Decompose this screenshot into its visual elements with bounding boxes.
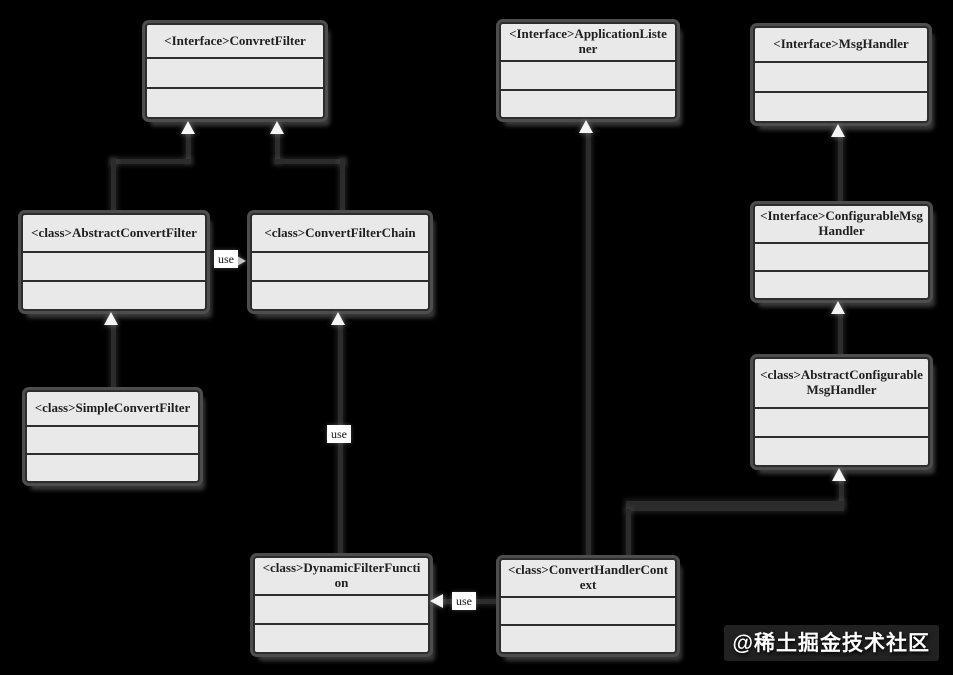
class-title: <Interface>MsgHandler [773, 36, 909, 52]
edge-abstractconvertfilter-convretfilter-seg1 [186, 134, 191, 162]
fields-compartment [501, 596, 675, 624]
class-title: <Interface>ApplicationListener [509, 26, 667, 56]
class-title: <class>AbstractConvertFilter [31, 224, 197, 240]
edge-converthandlercontext-applicationlistener-seg1 [586, 132, 591, 558]
use-dependency-label: use [214, 250, 238, 269]
class-box-dynamic-filter-function: <class>DynamicFilterFunction [253, 556, 430, 654]
use-dependency-label: use [327, 425, 351, 444]
inheritance-arrowhead-icon [104, 312, 118, 325]
class-box-convert-handler-context: <class>ConvertHandlerContext [499, 558, 677, 654]
class-title: <class>ConvertHandlerContext [508, 562, 668, 592]
use-arrowhead-icon [331, 312, 345, 325]
class-box-abstract-configurable-msg-handler: <class>AbstractConfigurableMsgHandler [753, 357, 930, 467]
fields-compartment [147, 57, 323, 87]
class-box-simple-convert-filter: <class>SimpleConvertFilter [25, 390, 200, 483]
edge-convertfilterchain-convretfilter-seg3 [340, 159, 345, 213]
methods-compartment [501, 88, 675, 118]
inheritance-arrowhead-icon [832, 468, 846, 481]
edge-convertfilterchain-convretfilter-seg2 [275, 159, 345, 164]
fields-compartment [252, 251, 428, 280]
inheritance-arrowhead-icon [831, 301, 845, 314]
class-title: <class>ConvertFilterChain [264, 224, 416, 240]
edge-abstractconvertfilter-convretfilter-seg3 [111, 159, 116, 213]
methods-compartment [755, 270, 928, 298]
edge-configurablemsghandler-msghandler-seg1 [838, 136, 843, 204]
methods-compartment [255, 623, 428, 652]
class-box-application-listener: <Interface>ApplicationListener [499, 22, 677, 119]
class-box-msg-handler: <Interface>MsgHandler [753, 26, 929, 123]
methods-compartment [755, 91, 927, 121]
class-title: <Interface>ConvretFilter [164, 32, 306, 48]
class-title: <class>DynamicFilterFunction [262, 560, 421, 590]
fields-compartment [501, 60, 675, 89]
methods-compartment [501, 624, 675, 652]
inheritance-arrowhead-icon [831, 124, 845, 137]
edge-abstractconvertfilter-convretfilter-seg2 [111, 159, 191, 164]
use-arrowhead-icon [430, 594, 443, 608]
class-title: <class>SimpleConvertFilter [34, 400, 191, 416]
edge-converthandlercontext-abstractconfigurablemsghandler-seg1 [839, 480, 844, 506]
fields-compartment [755, 242, 928, 270]
fields-compartment [255, 594, 428, 623]
use-arrowhead-icon [237, 256, 246, 266]
class-box-configurable-msg-handler: <Interface>ConfigurableMsgHandler [753, 204, 930, 300]
class-box-abstract-convert-filter: <class>AbstractConvertFilter [21, 213, 207, 311]
fields-compartment [23, 251, 205, 280]
class-title: <Interface>ConfigurableMsgHandler [760, 208, 923, 238]
methods-compartment [23, 280, 205, 309]
edge-converthandlercontext-abstractconfigurablemsghandler-seg2 [626, 501, 844, 511]
juejin-watermark: @稀土掘金技术社区 [723, 625, 939, 661]
inheritance-arrowhead-icon [579, 120, 593, 133]
class-box-convert-filter-chain: <class>ConvertFilterChain [250, 213, 430, 311]
fields-compartment [755, 61, 927, 91]
edge-converthandlercontext-abstractconfigurablemsghandler-seg3 [626, 509, 631, 558]
fields-compartment [755, 407, 928, 436]
class-title: <class>AbstractConfigurableMsgHandler [760, 367, 923, 397]
methods-compartment [147, 87, 323, 117]
inheritance-arrowhead-icon [181, 121, 195, 134]
inheritance-arrowhead-icon [270, 121, 284, 134]
class-box-convret-filter: <Interface>ConvretFilter [145, 23, 325, 119]
fields-compartment [27, 425, 198, 453]
methods-compartment [755, 436, 928, 465]
methods-compartment [252, 280, 428, 309]
use-dependency-label: use [452, 592, 476, 611]
edge-convertfilterchain-convretfilter-seg1 [275, 134, 280, 162]
edge-simpleconvertfilter-abstractconvertfilter-seg1 [111, 323, 116, 390]
edge-abstractconfigurablemsghandler-configurablemsghandler-seg1 [838, 312, 843, 357]
methods-compartment [27, 453, 198, 481]
